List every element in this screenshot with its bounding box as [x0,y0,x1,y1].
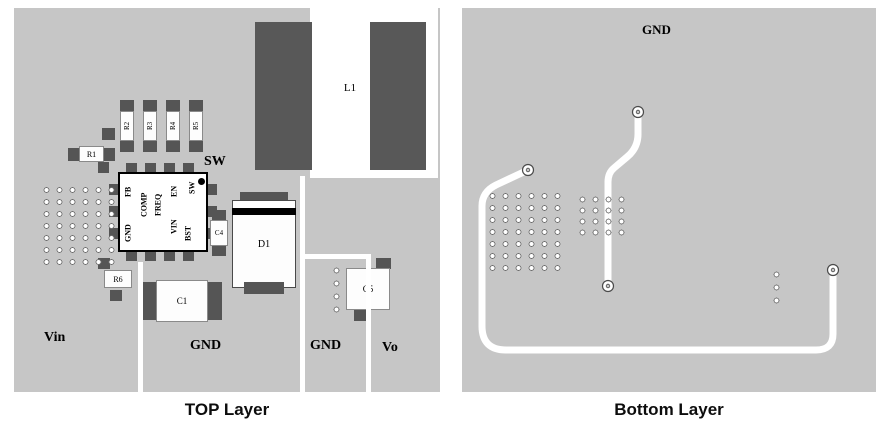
pad [142,282,156,320]
component-r3 [143,111,157,141]
pad [166,100,180,111]
via [826,263,840,277]
pin1-marker-dot [198,178,205,185]
component-r2 [120,111,134,141]
d1-label: D1 [257,238,271,250]
pour-separation-trace [138,262,143,392]
pour-separation-trace [300,176,305,392]
net-label-gnd-bottom: GND [642,22,671,37]
d1-cathode-band [232,208,296,215]
pour-separation-trace [366,258,371,392]
caption-bottom-layer: Bottom Layer [614,400,724,419]
via-grid [40,184,118,268]
pad [212,210,226,220]
ic-pin-gnd: GND [123,224,133,242]
r4-label: R4 [169,121,177,131]
pad [212,246,226,256]
pad [102,128,115,140]
net-label-vin: Vin [44,330,66,345]
via [601,279,615,293]
ic-pin-comp: COMP [139,192,149,218]
pad [120,141,134,152]
top-layer-board: L1 SW R2 R3 R4 R5 R1 [14,8,440,392]
ic-pin-sw: SW [187,181,197,195]
r5-label: R5 [192,121,200,131]
ic-pin-vin: VIN [169,219,179,235]
pad [143,141,157,152]
pad [164,251,175,261]
pad [189,141,203,152]
via [521,163,535,177]
pad [164,163,175,173]
c1-label: C1 [176,296,188,306]
pad [208,282,222,320]
via-grid [576,194,628,238]
net-label-sw: SW [204,154,226,169]
net-label-gnd-center: GND [190,338,222,353]
net-label-vo: Vo [382,340,398,355]
trace-path [604,112,642,286]
pad [145,163,156,173]
component-r5 [189,111,203,141]
component-r6: R6 [104,270,132,288]
pad [376,258,391,269]
pad [98,162,109,173]
ic-pin-en: EN [169,185,179,197]
pad [354,310,369,321]
pad [68,148,79,161]
r2-label: R2 [123,121,131,131]
via-column [770,268,783,307]
pad [126,251,137,261]
component-c4: C4 [210,220,228,246]
l1-pad-right [370,22,426,170]
via [631,105,645,119]
r6-label: R6 [113,274,123,284]
pad [143,100,157,111]
l1-pad-left [255,22,312,170]
pad [126,163,137,173]
ic-body [118,172,208,252]
ic-pin-freq: FREQ [153,193,163,217]
bottom-layer-board: GND [462,8,876,392]
pad [244,282,284,294]
pad [207,184,217,195]
component-r4 [166,111,180,141]
pad [104,148,115,161]
pad [183,163,194,173]
c4-label: C4 [214,229,224,237]
via-grid [486,190,564,274]
component-c1: C1 [156,280,208,322]
component-r1: R1 [79,146,104,162]
pad [145,251,156,261]
pad [110,290,122,301]
r1-label: R1 [86,149,97,159]
net-label-gnd-right: GND [310,338,342,353]
via-column [330,264,343,316]
pour-separation-trace [300,254,371,259]
pad [189,100,203,111]
l1-label: L1 [343,82,357,94]
pad [120,100,134,111]
r3-label: R3 [146,121,154,131]
pad [166,141,180,152]
ic-pin-bst: BST [183,225,193,241]
pad [183,251,194,261]
ic-pin-fb: FB [123,186,133,198]
caption-top-layer: TOP Layer [184,400,270,419]
